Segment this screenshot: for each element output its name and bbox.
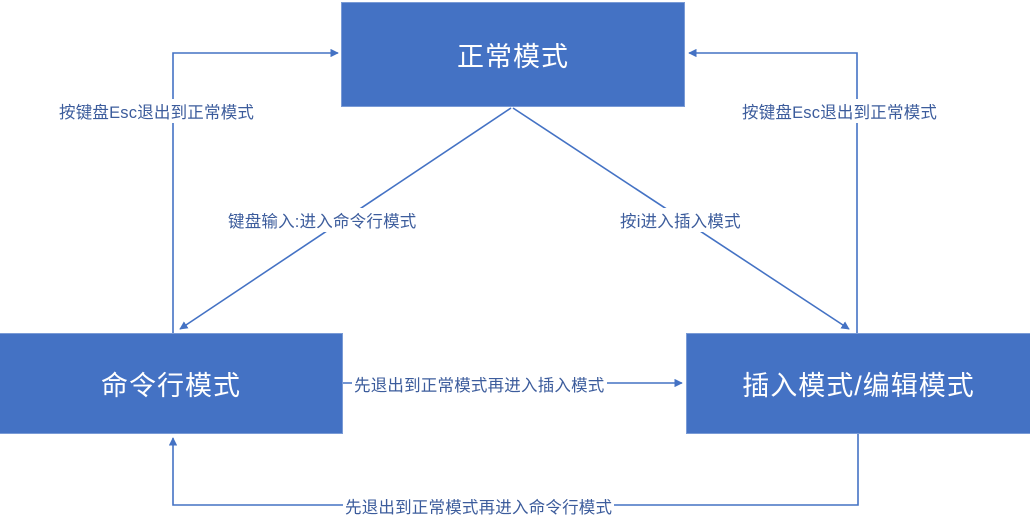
node-insert-edit-mode[interactable]: 插入模式/编辑模式 — [686, 333, 1030, 434]
edge-label-command-to-normal: 按键盘Esc退出到正常模式 — [57, 99, 257, 123]
edge-command-to-normal — [172, 48, 339, 333]
edge-label-command-to-insert: 先退出到正常模式再进入插入模式 — [352, 372, 607, 396]
node-normal-mode[interactable]: 正常模式 — [341, 2, 685, 107]
edge-label-insert-to-command: 先退出到正常模式再进入命令行模式 — [343, 494, 615, 518]
node-command-line-mode[interactable]: 命令行模式 — [0, 333, 343, 434]
node-insert-edit-mode-label: 插入模式/编辑模式 — [742, 371, 975, 401]
node-normal-mode-label: 正常模式 — [457, 42, 569, 72]
node-command-line-mode-label: 命令行模式 — [101, 371, 241, 401]
edge-label-normal-to-command: 键盘输入:进入命令行模式 — [226, 208, 419, 232]
edge-label-insert-to-normal: 按键盘Esc退出到正常模式 — [740, 99, 940, 123]
edge-label-normal-to-insert: 按i进入插入模式 — [618, 208, 743, 232]
edge-insert-to-normal — [688, 48, 858, 333]
